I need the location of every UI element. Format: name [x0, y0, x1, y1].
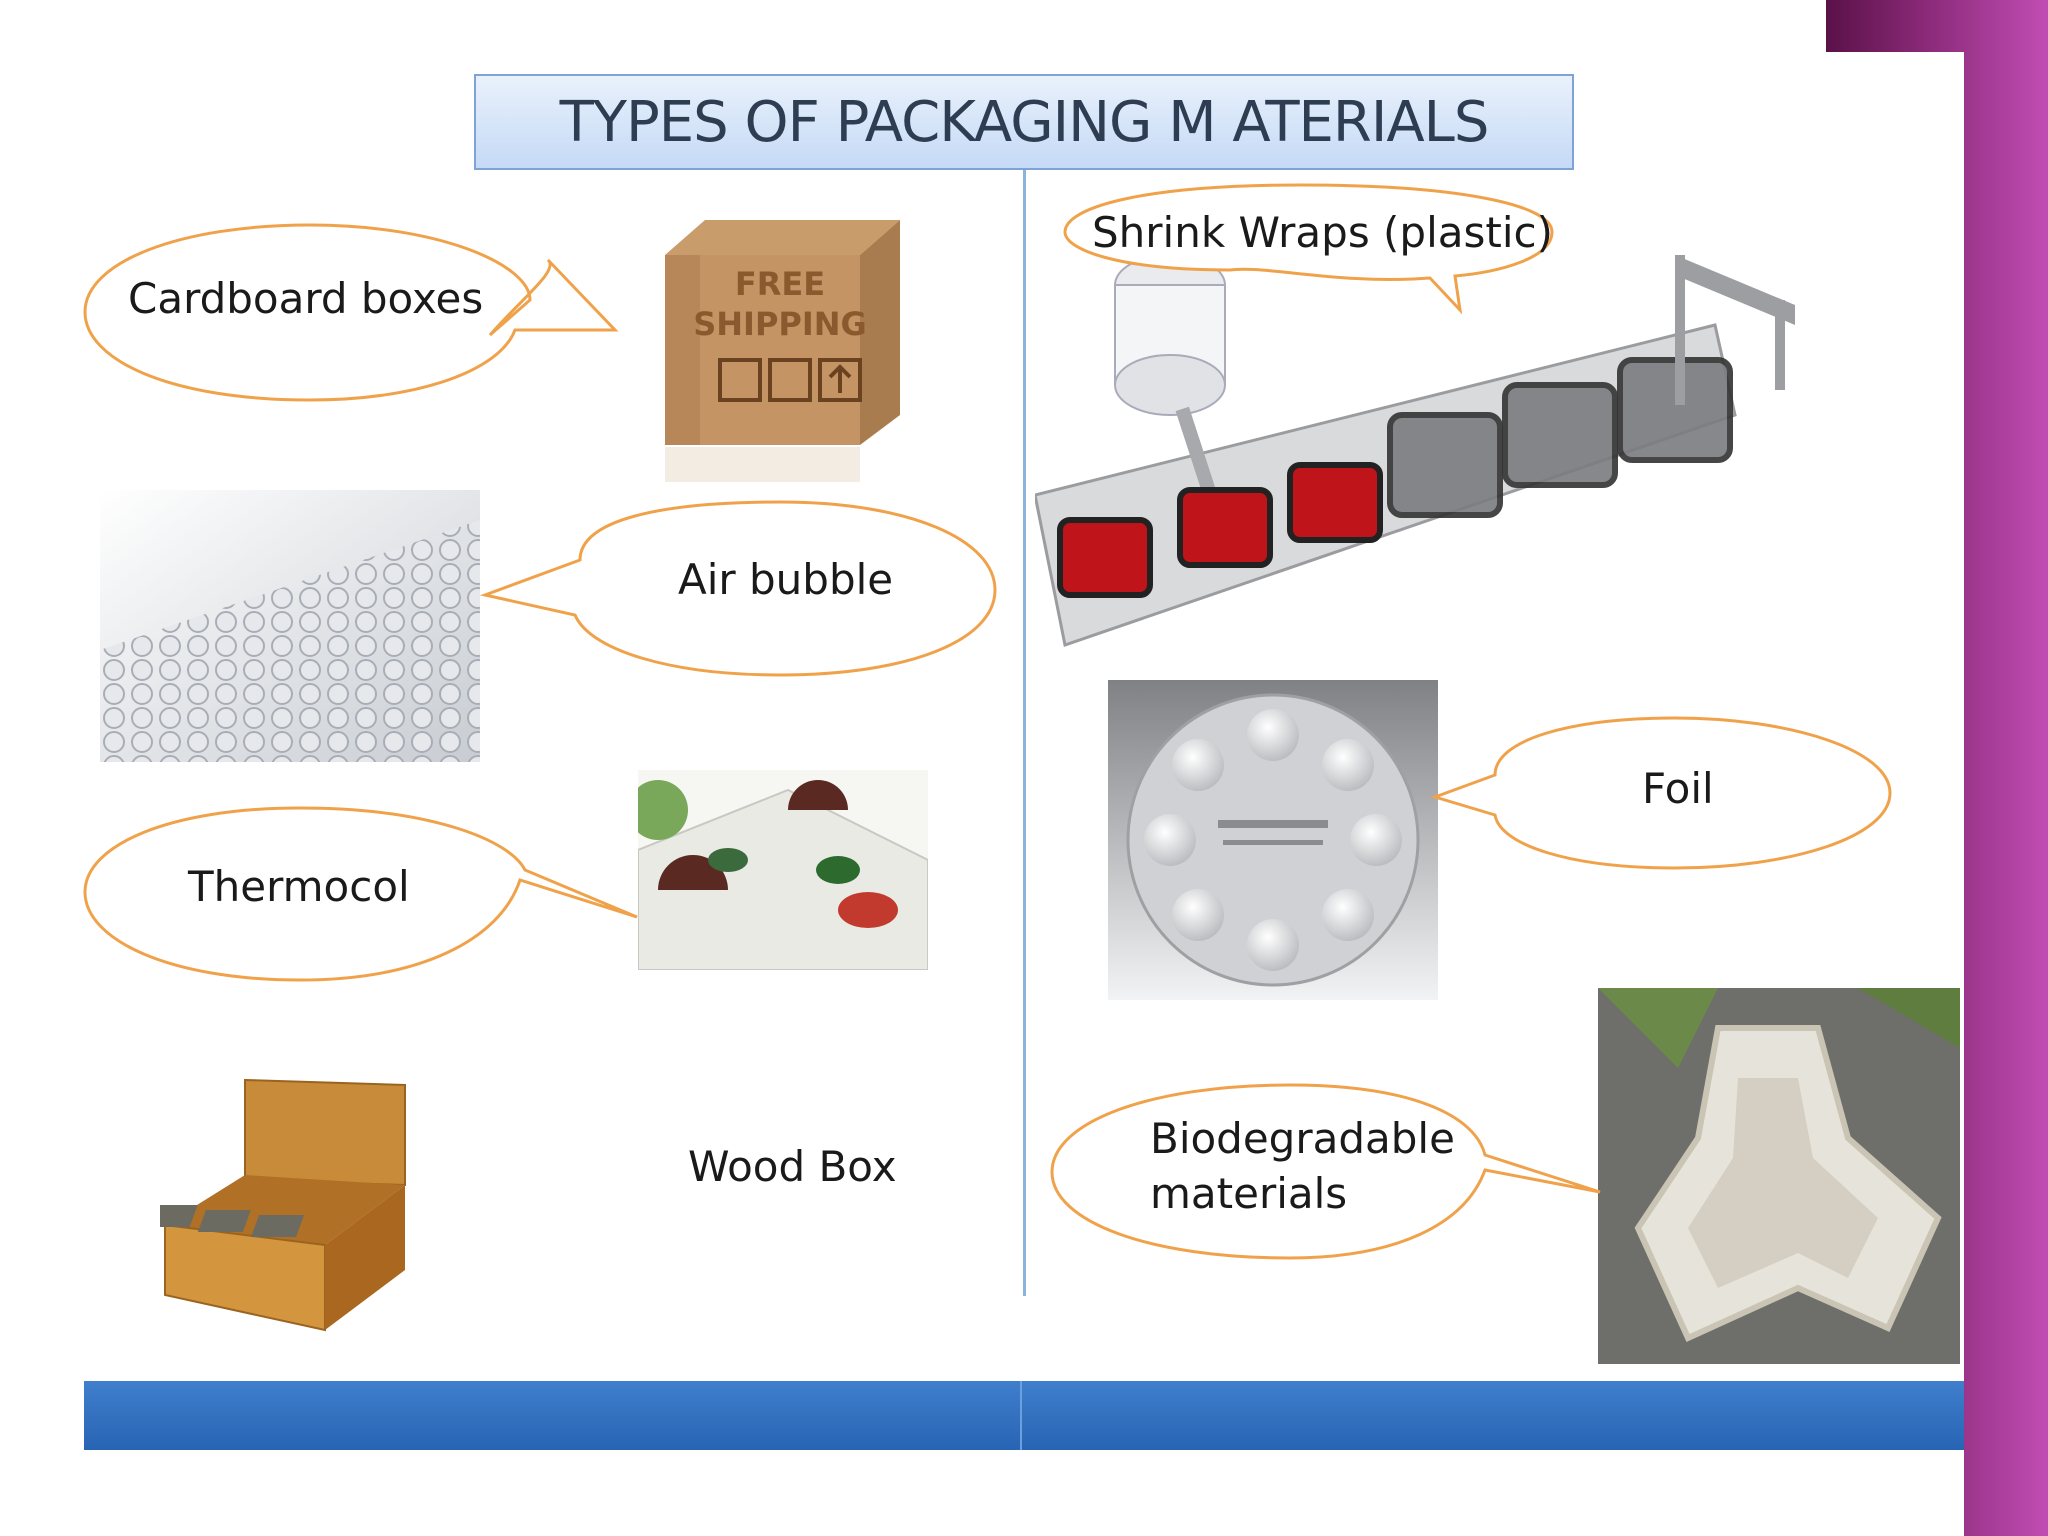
box-free-text: FREE: [735, 265, 825, 303]
label-thermocol: Thermocol: [188, 862, 410, 911]
label-biodegradable-line2: materials: [1150, 1169, 1348, 1218]
callout-cardboard: [83, 223, 619, 402]
wood-box-image: [160, 1075, 410, 1335]
slide-title: TYPES OF PACKAGING M ATERIALS: [559, 89, 1490, 155]
column-divider: [1023, 170, 1026, 1296]
label-shrink-wraps: Shrink Wraps (plastic): [1092, 208, 1553, 257]
foil-image: [1108, 680, 1438, 1000]
callout-biodegradable: [1050, 1083, 1601, 1260]
title-box: TYPES OF PACKAGING M ATERIALS: [474, 74, 1574, 170]
thermocol-image: [638, 770, 928, 970]
label-wood-box: Wood Box: [688, 1142, 897, 1191]
label-biodegradable-line1: Biodegradable: [1150, 1114, 1455, 1163]
label-cardboard-boxes: Cardboard boxes: [128, 274, 484, 323]
cardboard-box-icon: FREE SHIPPING: [665, 220, 900, 482]
box-shipping-text: SHIPPING: [693, 305, 867, 343]
shrink-wrap-machine-icon: [1035, 254, 1795, 647]
footer-split: [1020, 1381, 1022, 1450]
thermocol-icon: [638, 770, 928, 970]
callout-foil: [1430, 716, 1892, 870]
footer-bar: [84, 1381, 1964, 1450]
wood-box-icon: [160, 1078, 406, 1332]
air-bubble-image: [100, 490, 480, 762]
callout-shrink-wrap: [1063, 183, 1554, 315]
bubble-wrap-icon: [100, 490, 480, 762]
biodegradable-image: [1598, 988, 1960, 1364]
label-air-bubble: Air bubble: [678, 555, 894, 604]
label-foil: Foil: [1642, 764, 1714, 813]
callout-thermocol: [83, 806, 638, 982]
shrink-wrap-image: [1035, 245, 1805, 655]
foil-blister-icon: [1108, 680, 1438, 1000]
callout-air-bubble: [479, 500, 997, 677]
biodegradable-tray-icon: [1598, 988, 1960, 1364]
cardboard-box-image: FREE SHIPPING: [645, 215, 915, 485]
